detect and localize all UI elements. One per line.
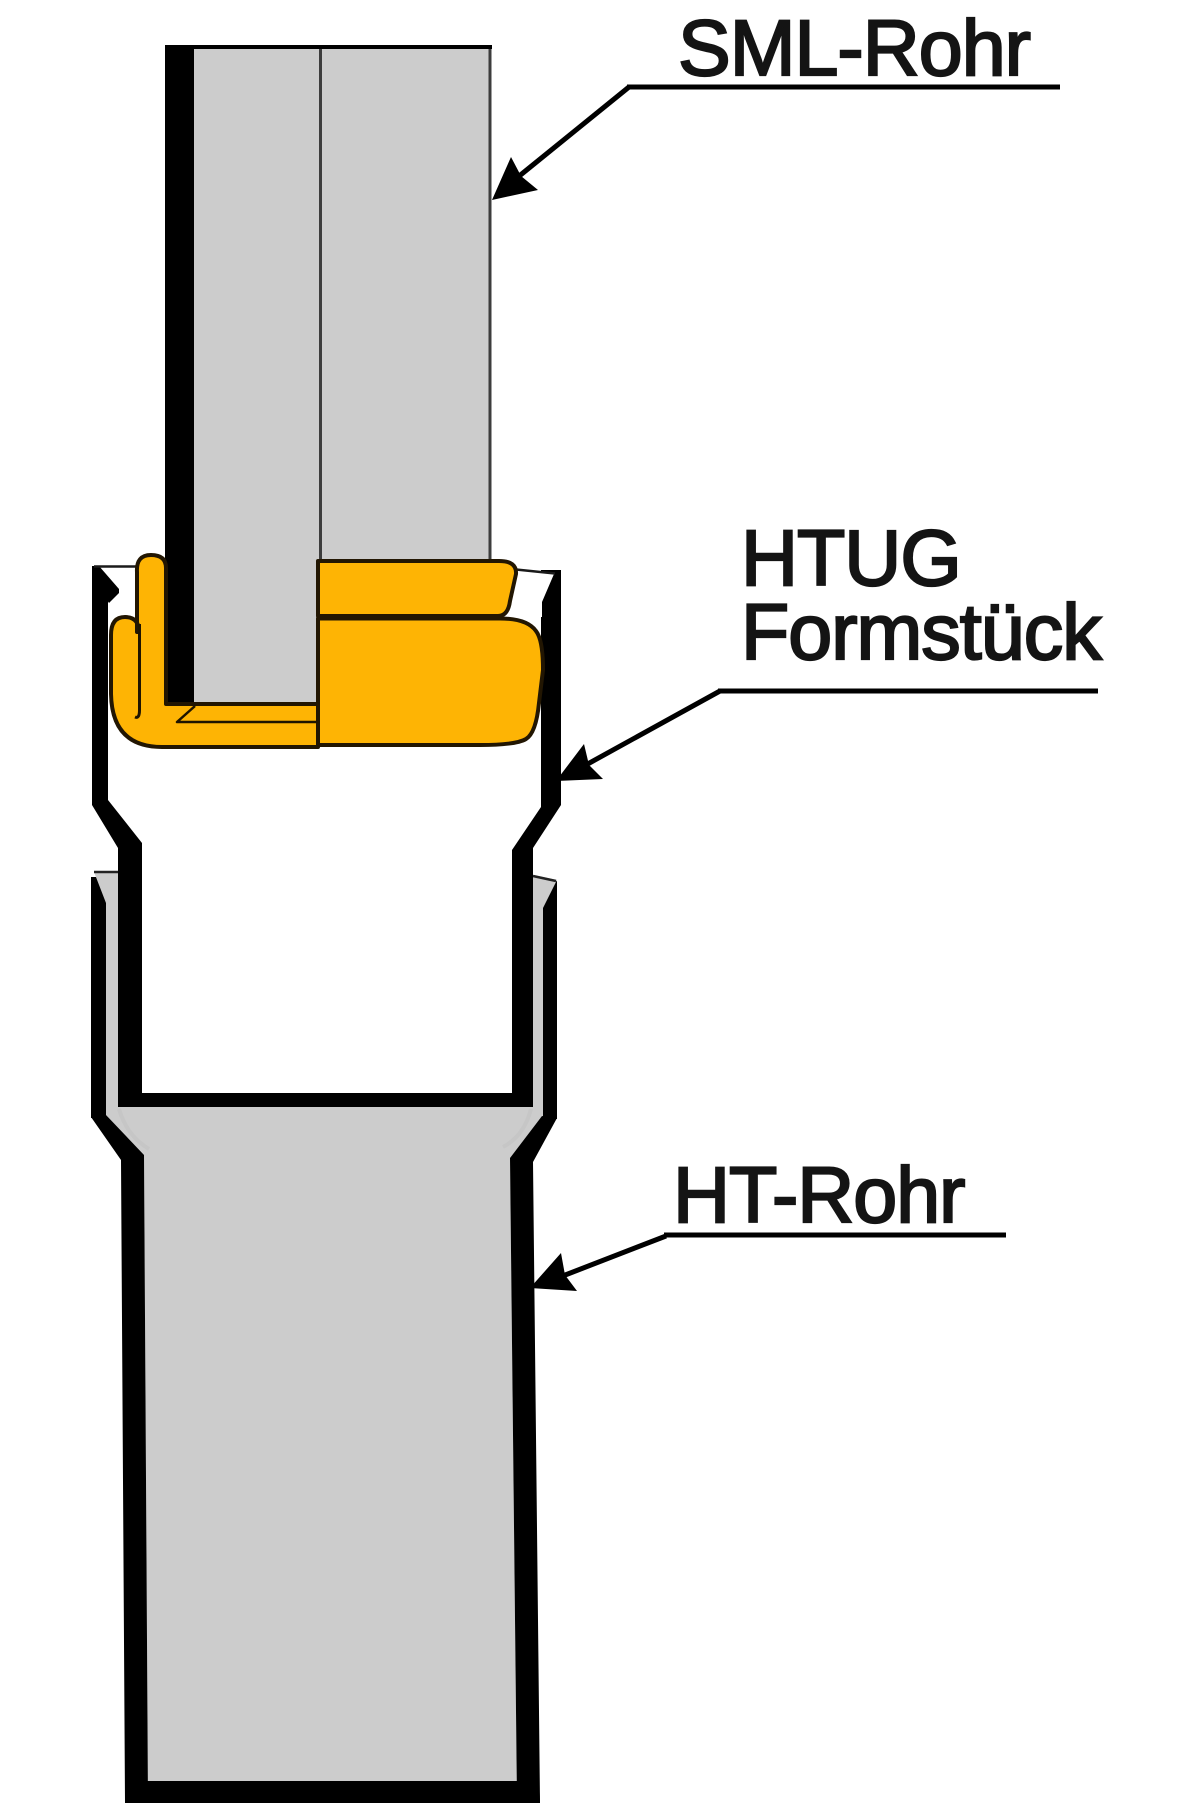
svg-text:Formstück: Formstück (741, 587, 1102, 676)
svg-text:SML-Rohr: SML-Rohr (678, 3, 1030, 92)
svg-text:HTUG: HTUG (741, 513, 961, 602)
svg-text:HT-Rohr: HT-Rohr (673, 1150, 965, 1239)
